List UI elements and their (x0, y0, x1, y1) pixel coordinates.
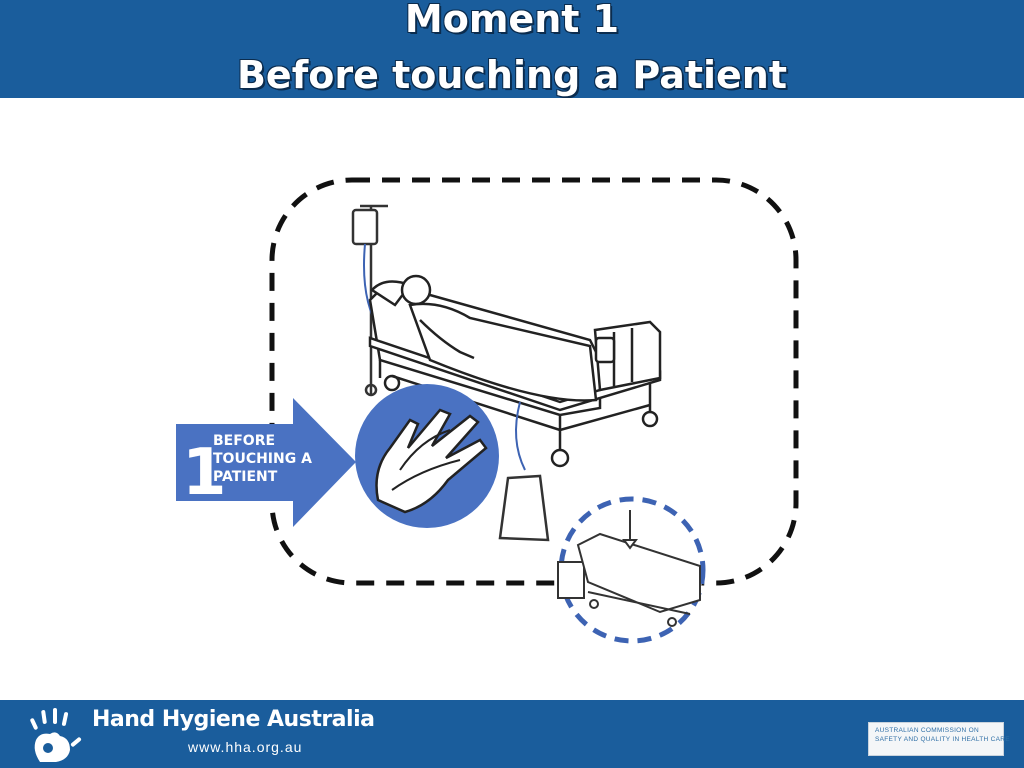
org-name: Hand Hygiene Australia (92, 707, 375, 732)
title-banner: Moment 1 Before touching a Patient (0, 0, 1024, 98)
arrow-label-line-2: TOUCHING A (213, 451, 312, 467)
drainage-bag (498, 401, 550, 542)
arrow-label-line-1: BEFORE (213, 433, 275, 449)
moment-1-arrow (176, 398, 356, 527)
patient (370, 274, 598, 402)
arrow-label-line-3: PATIENT (213, 469, 278, 485)
slide-title-line-2: Before touching a Patient (236, 53, 788, 97)
partner-logo-line-2: SAFETY AND QUALITY IN HEALTH CARE (875, 736, 1010, 743)
acsqhc-logo: AUSTRALIAN COMMISSION ON SAFETY AND QUAL… (868, 722, 1010, 756)
arrow-number: 1 (182, 436, 227, 510)
hand-print-logo-icon (30, 708, 82, 762)
moment-1-illustration: 1 BEFORE TOUCHING A PATIENT (176, 177, 799, 644)
footer-bar: Hand Hygiene Australia www.hha.org.au AU… (0, 700, 1024, 768)
slide-title-line-1: Moment 1 (404, 0, 620, 41)
hand-hygiene-circle (355, 384, 499, 528)
patient-zone-boundary (269, 177, 799, 586)
ward-inset (557, 496, 706, 644)
org-url: www.hha.org.au (188, 739, 303, 755)
partner-logo-line-1: AUSTRALIAN COMMISSION ON (875, 727, 979, 734)
